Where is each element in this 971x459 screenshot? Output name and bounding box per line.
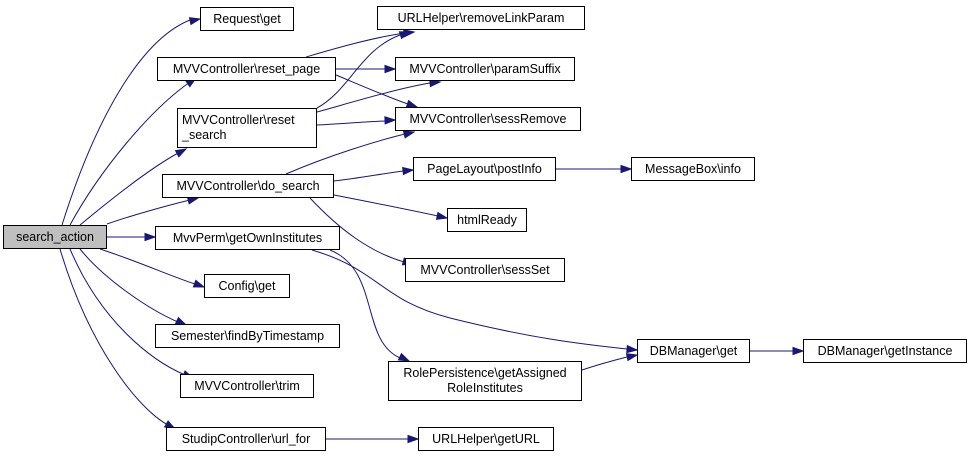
edge-mvvperm-get-own-institutes-to-dbmanager-get <box>311 249 639 354</box>
arrowhead <box>792 346 805 356</box>
edge-line <box>285 133 406 175</box>
edge-mvv-reset-search-to-mvv-sess-remove <box>316 116 397 126</box>
arrowhead <box>384 64 397 74</box>
node-pagelayout-post-info[interactable]: PageLayout\postInfo <box>413 157 556 181</box>
node-rolepersistence-get-assigned-role-institutes[interactable]: RolePersistence\getAssigned RoleInstitut… <box>388 361 582 401</box>
edge-search-action-to-mvv-reset-search <box>79 148 188 226</box>
arrowhead <box>188 17 202 26</box>
arrowhead <box>626 344 639 354</box>
edge-line <box>333 194 439 217</box>
arrowhead <box>435 211 449 220</box>
edge-line <box>581 356 628 371</box>
edge-line <box>79 248 179 323</box>
node-mvvcontroller-sess-set[interactable]: MVVController\sessSet <box>405 258 565 282</box>
edge-line <box>59 248 169 426</box>
edge-line <box>316 34 401 109</box>
edge-studip-url-for-to-urlhelper-get-url <box>326 434 420 444</box>
node-mvvcontroller-reset-page[interactable]: MVVController\reset_page <box>157 57 336 81</box>
edge-line <box>106 199 191 225</box>
edge-mvv-do-search-to-pagelayout-post-info <box>333 166 415 182</box>
node-mvvcontroller-reset-search[interactable]: MVVController\reset _search <box>177 108 317 148</box>
edge-line <box>309 197 405 263</box>
node-html-ready[interactable]: htmlReady <box>447 208 527 232</box>
arrowhead <box>174 148 188 158</box>
edge-line <box>61 19 191 226</box>
arrowhead <box>620 164 633 174</box>
edge-line <box>316 82 431 113</box>
edge-line <box>305 32 406 58</box>
edge-search-action-to-mvvperm-get-own-institutes <box>107 232 157 242</box>
arrowhead <box>144 232 157 242</box>
node-config-get[interactable]: Config\get <box>204 274 290 298</box>
edge-line <box>99 248 196 285</box>
node-mvvcontroller-param-suffix[interactable]: MVVController\paramSuffix <box>395 57 575 81</box>
node-urlhelper-remove-link-param[interactable]: URLHelper\removeLinkParam <box>377 6 585 30</box>
edge-line <box>69 81 191 226</box>
node-mvvperm-get-own-institutes[interactable]: MvvPerm\getOwnInstitutes <box>155 226 340 250</box>
arrowhead <box>625 353 639 362</box>
node-mvvcontroller-do-search[interactable]: MVVController\do_search <box>162 174 334 198</box>
node-studipcontroller-url-for[interactable]: StudipController\url_for <box>166 427 326 451</box>
arrowhead <box>407 434 420 444</box>
node-semester-find-by-timestamp[interactable]: Semester\findByTimestamp <box>155 324 340 348</box>
node-mvvcontroller-sess-remove[interactable]: MVVController\sessRemove <box>395 107 581 131</box>
edge-pagelayout-post-info-to-messagebox-info <box>556 164 633 174</box>
node-request-get[interactable]: Request\get <box>200 7 294 31</box>
node-urlhelper-get-url[interactable]: URLHelper\getURL <box>418 427 554 451</box>
edge-dbmanager-get-to-dbmanager-get-instance <box>750 346 805 356</box>
edge-line <box>316 120 386 126</box>
node-messagebox-info[interactable]: MessageBox\info <box>631 157 755 181</box>
edge-mvv-reset-page-to-urlhelper-remove-link-param <box>305 29 416 58</box>
edge-mvv-reset-page-to-mvv-param-suffix <box>336 64 397 74</box>
edge-line <box>333 170 404 182</box>
edge-role-get-assigned-role-institutes-to-dbmanager-get <box>581 353 639 371</box>
arrowhead <box>192 279 206 288</box>
edge-mvv-do-search-to-mvv-sess-remove <box>285 130 416 175</box>
edge-line <box>311 249 628 350</box>
edge-search-action-to-mvv-do-search <box>106 196 200 225</box>
edge-line <box>79 151 181 226</box>
edge-search-action-to-config-get <box>99 248 206 288</box>
edge-mvv-do-search-to-html-ready <box>333 194 449 220</box>
arrowhead <box>397 352 411 362</box>
edge-line <box>329 249 401 359</box>
edge-search-action-to-request-get <box>61 17 202 226</box>
edge-mvvperm-get-own-institutes-to-role-get-assigned-role-institutes <box>329 249 411 362</box>
edge-line <box>335 74 409 105</box>
edge-mvv-reset-search-to-urlhelper-remove-link-param <box>316 31 412 109</box>
arrowhead <box>402 166 415 176</box>
edge-search-action-to-mvv-trim <box>69 248 195 379</box>
node-mvvcontroller-trim[interactable]: MVVController\trim <box>180 374 314 398</box>
edge-line <box>69 248 186 376</box>
node-search-action: search_action <box>3 225 107 249</box>
node-dbmanager-get[interactable]: DBManager\get <box>637 339 750 363</box>
arrowhead <box>384 116 397 125</box>
arrowhead <box>398 31 412 40</box>
arrowhead <box>402 130 416 139</box>
node-dbmanager-get-instance[interactable]: DBManager\getInstance <box>803 339 967 363</box>
